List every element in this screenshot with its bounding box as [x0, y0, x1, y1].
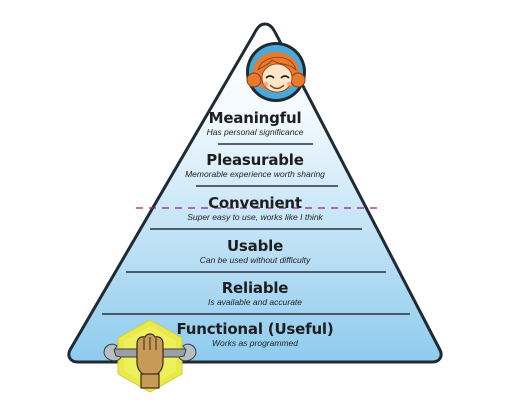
level-subtitle: Can be used without difficulty — [199, 255, 311, 265]
level-convenient: Convenient Super easy to use, works like… — [0, 194, 510, 223]
level-title: Pleasurable — [206, 151, 304, 169]
level-usable: Usable Can be used without difficulty — [0, 237, 510, 266]
level-subtitle: Memorable experience worth sharing — [185, 169, 325, 179]
level-title: Usable — [226, 237, 284, 255]
level-functional: Functional (Useful) Works as programmed — [0, 320, 510, 349]
fist-holding-wrench-icon — [103, 319, 197, 393]
level-subtitle: Super easy to use, works like I think — [187, 212, 323, 222]
level-title: Meaningful — [208, 109, 302, 127]
level-title: Reliable — [221, 279, 289, 297]
level-pleasurable: Pleasurable Memorable experience worth s… — [0, 151, 510, 180]
level-reliable: Reliable Is available and accurate — [0, 279, 510, 308]
pyramid-shape — [67, 22, 443, 364]
level-meaningful: Meaningful Has personal significance — [0, 109, 510, 138]
level-title: Functional (Useful) — [176, 320, 334, 338]
happy-girl-face-icon — [246, 42, 306, 102]
level-title: Convenient — [208, 194, 302, 212]
level-subtitle: Works as programmed — [212, 338, 298, 348]
level-subtitle: Has personal significance — [206, 127, 304, 137]
level-subtitle: Is available and accurate — [207, 297, 303, 307]
